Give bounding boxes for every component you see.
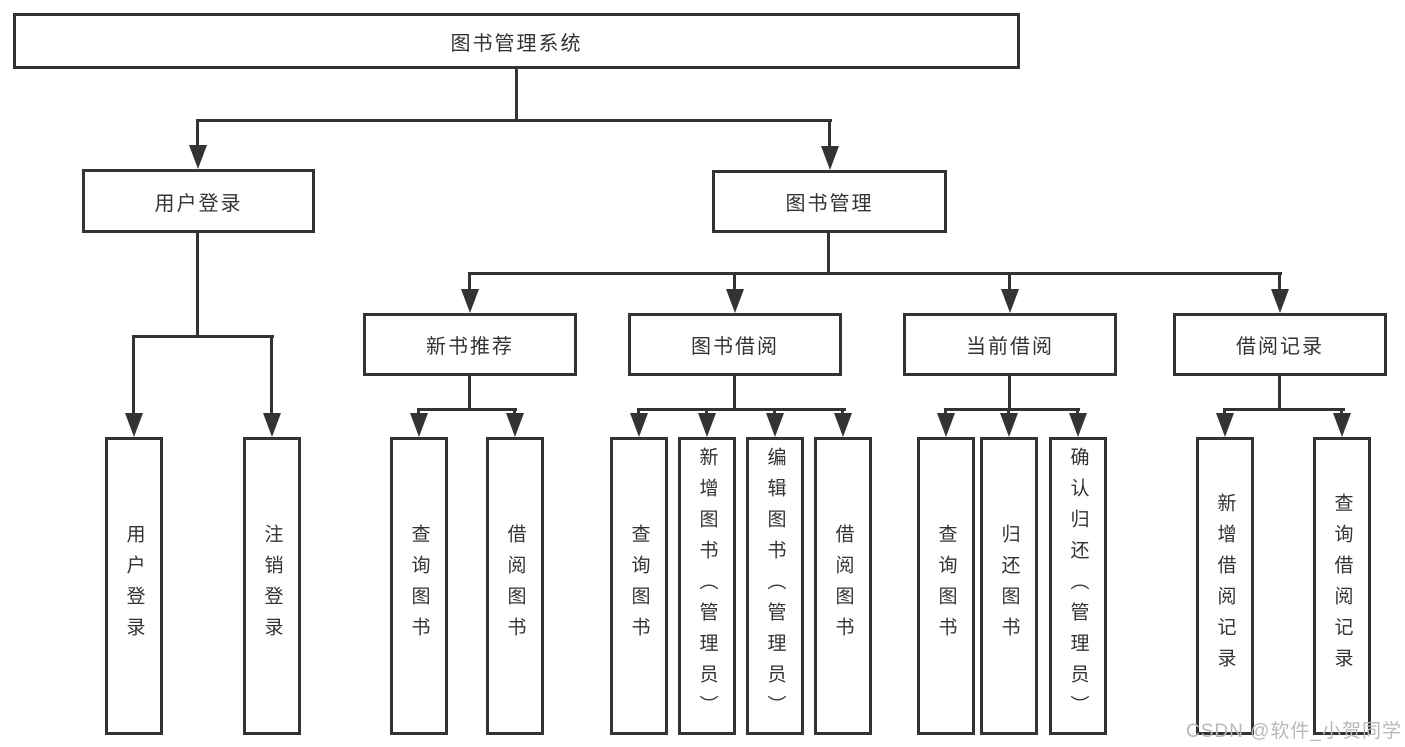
- connector-line: [828, 122, 831, 146]
- connector-line: [1076, 411, 1079, 414]
- leaf-query-borrow-record: 查询借阅记录: [1313, 437, 1371, 735]
- node-book-borrowing: 图书借阅: [628, 313, 842, 376]
- leaf-confirm-return-admin: 确认归还（管理员）: [1049, 437, 1107, 735]
- leaf-return-books: 归还图书: [980, 437, 1038, 735]
- node-borrowing-records: 借阅记录: [1173, 313, 1387, 376]
- connector-line: [637, 411, 640, 414]
- arrow-down-icon: [766, 413, 784, 437]
- arrow-down-icon: [630, 413, 648, 437]
- connector-line: [417, 411, 420, 414]
- connector-line: [1340, 411, 1343, 414]
- arrow-down-icon: [410, 413, 428, 437]
- leaf-add-borrow-record: 新增借阅记录: [1196, 437, 1254, 735]
- connector-line: [513, 411, 516, 414]
- leaf-query-books-recommend: 查询图书: [390, 437, 448, 735]
- connector-line: [417, 408, 517, 411]
- node-user-login: 用户登录: [82, 169, 315, 233]
- connector-line: [515, 69, 518, 119]
- connector-line: [1223, 411, 1226, 414]
- connector-line: [944, 408, 1080, 411]
- node-current-borrowing: 当前借阅: [903, 313, 1117, 376]
- arrow-down-icon: [834, 413, 852, 437]
- connector-line: [637, 408, 846, 411]
- arrow-down-icon: [263, 413, 281, 437]
- leaf-query-books-borrowing: 查询图书: [610, 437, 668, 735]
- arrow-down-icon: [1000, 413, 1018, 437]
- connector-line: [1008, 376, 1011, 408]
- node-new-book-recommendation: 新书推荐: [363, 313, 577, 376]
- connector-line: [1278, 376, 1281, 408]
- watermark-text: CSDN @软件_小贺同学: [1186, 721, 1402, 742]
- arrow-down-icon: [1001, 289, 1019, 313]
- leaf-edit-book-admin: 编辑图书（管理员）: [746, 437, 804, 735]
- connector-line: [827, 233, 830, 272]
- connector-line: [196, 233, 199, 335]
- arrow-down-icon: [1333, 413, 1351, 437]
- connector-line: [196, 119, 832, 122]
- leaf-query-books-current: 查询图书: [917, 437, 975, 735]
- connector-line: [196, 122, 199, 146]
- arrow-down-icon: [937, 413, 955, 437]
- connector-line: [705, 411, 708, 414]
- leaf-borrow-books-borrowing: 借阅图书: [814, 437, 872, 735]
- arrow-down-icon: [698, 413, 716, 437]
- arrow-down-icon: [461, 289, 479, 313]
- arrow-down-icon: [189, 145, 207, 169]
- leaf-borrow-books-recommend: 借阅图书: [486, 437, 544, 735]
- connector-line: [1008, 275, 1011, 290]
- arrow-down-icon: [726, 289, 744, 313]
- node-book-management: 图书管理: [712, 170, 947, 233]
- arrow-down-icon: [125, 413, 143, 437]
- node-library-management-system: 图书管理系统: [13, 13, 1020, 69]
- connector-line: [132, 335, 274, 338]
- connector-line: [270, 338, 273, 414]
- leaf-user-login: 用户登录: [105, 437, 163, 735]
- connector-line: [1278, 275, 1281, 290]
- connector-line: [1223, 408, 1345, 411]
- leaf-logout: 注销登录: [243, 437, 301, 735]
- connector-line: [468, 272, 1282, 275]
- connector-line: [733, 376, 736, 408]
- connector-line: [944, 411, 947, 414]
- leaf-add-book-admin: 新增图书（管理员）: [678, 437, 736, 735]
- arrow-down-icon: [1216, 413, 1234, 437]
- connector-line: [773, 411, 776, 414]
- connector-line: [733, 275, 736, 290]
- arrow-down-icon: [821, 146, 839, 170]
- arrow-down-icon: [1069, 413, 1087, 437]
- connector-line: [468, 376, 471, 408]
- connector-line: [468, 275, 471, 290]
- connector-line: [1007, 411, 1010, 414]
- connector-line: [132, 338, 135, 414]
- connector-line: [841, 411, 844, 414]
- arrow-down-icon: [506, 413, 524, 437]
- arrow-down-icon: [1271, 289, 1289, 313]
